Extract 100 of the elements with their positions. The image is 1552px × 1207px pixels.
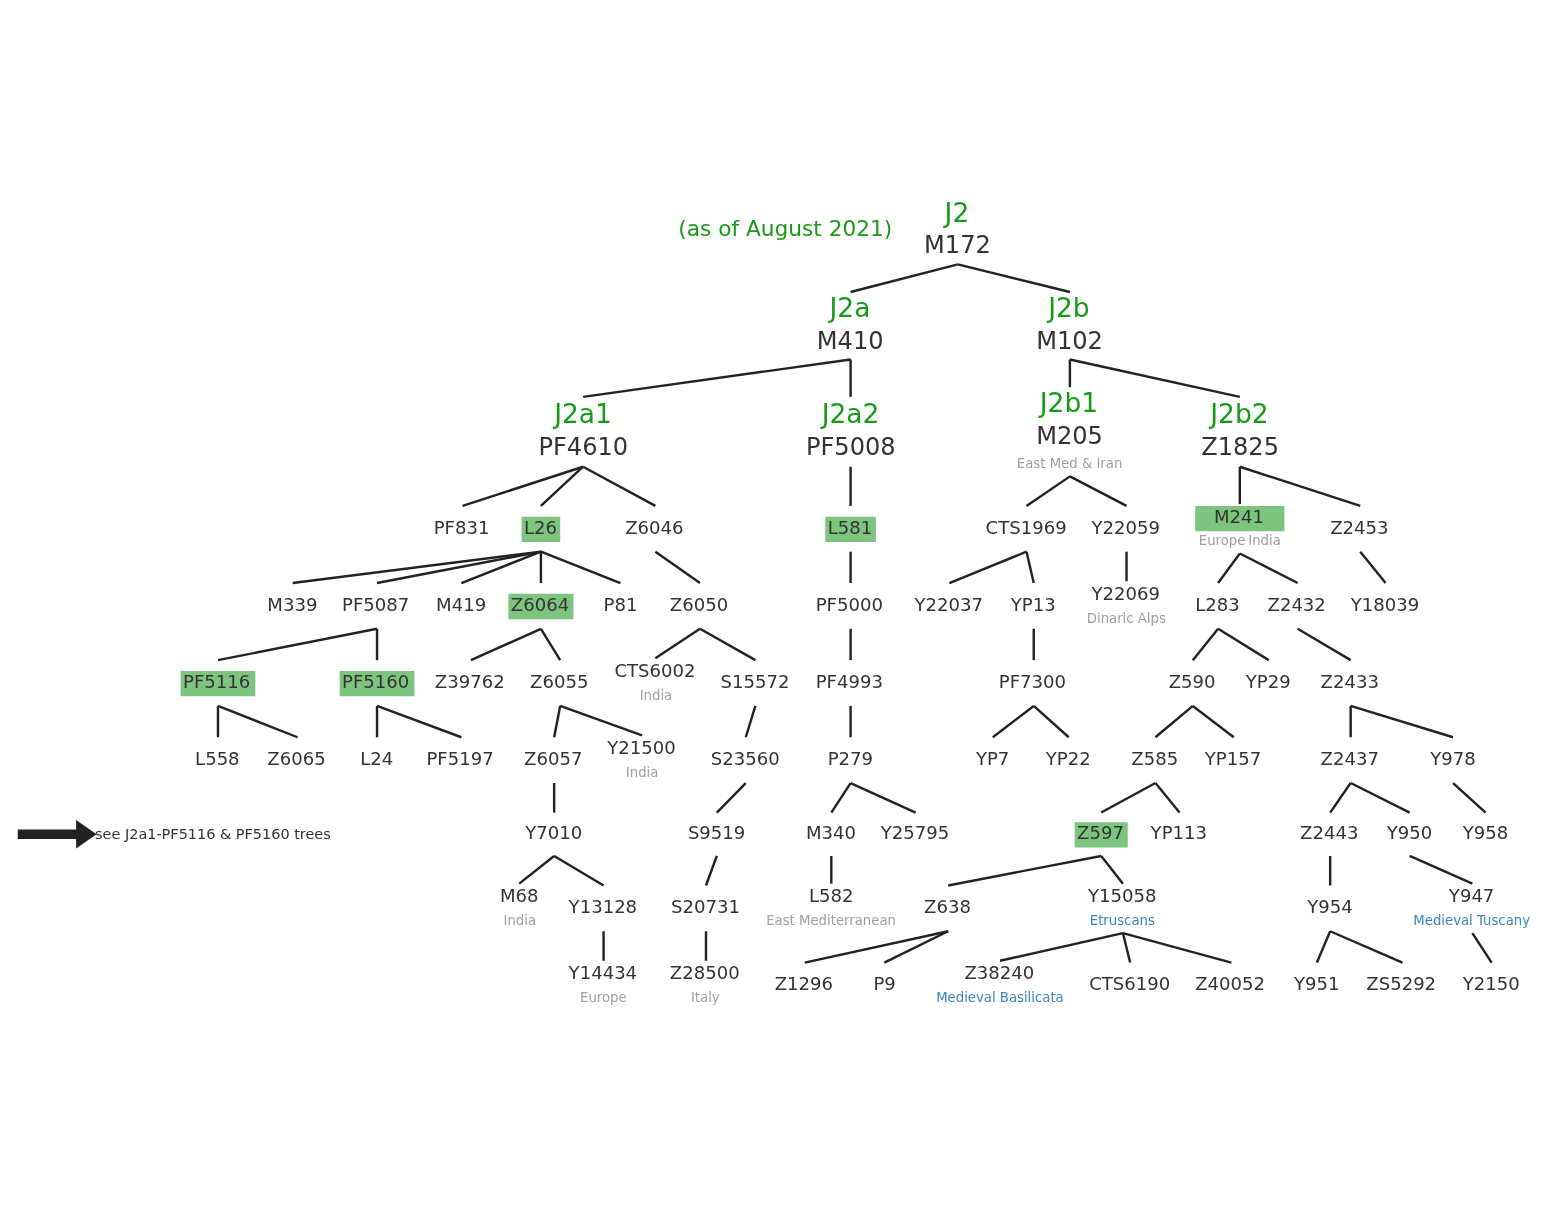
- connector: [957, 263, 1071, 294]
- node-box: L581: [825, 516, 876, 543]
- connector: [654, 627, 701, 660]
- node-text: YP29: [1245, 670, 1291, 692]
- node-text: PF5087: [342, 593, 410, 615]
- node-text: PF5197: [426, 747, 494, 769]
- node-text: Z585: [1131, 747, 1179, 769]
- node-text: S15572: [720, 670, 790, 692]
- node-text: L24: [360, 747, 394, 769]
- connector: [1359, 550, 1387, 584]
- node-text: P81: [603, 593, 638, 615]
- connector: [947, 854, 1102, 887]
- connector: [1239, 465, 1361, 508]
- node-text: J2b M102: [1036, 291, 1103, 355]
- connector: [1025, 475, 1071, 507]
- connector: [1297, 627, 1352, 662]
- connector: [1032, 628, 1035, 661]
- node-text: J2a1 PF4610: [538, 397, 629, 461]
- connector: [704, 931, 708, 961]
- connector: [602, 931, 605, 961]
- node-text: YP113: [1150, 822, 1208, 844]
- connector: [376, 550, 542, 585]
- node-box: Z6064: [508, 593, 574, 620]
- connector: [582, 358, 851, 399]
- connector: [999, 931, 1124, 962]
- connector: [375, 628, 379, 661]
- node-text: Y7010: [525, 822, 583, 844]
- node-text: J2a2 PF5008: [806, 397, 896, 461]
- connector: [1068, 359, 1072, 388]
- node-text: Z6057: [524, 747, 583, 769]
- connector: [1238, 466, 1241, 505]
- node-text: PF831: [433, 516, 490, 538]
- node-text: Z2437: [1320, 747, 1379, 769]
- connector: [849, 551, 852, 583]
- node-box: Z597: [1074, 822, 1128, 848]
- node-text: Z40052: [1195, 973, 1266, 995]
- connector: [1217, 552, 1241, 584]
- connector: [582, 465, 656, 507]
- node-text: P9: [873, 973, 896, 995]
- connector: [1328, 855, 1332, 886]
- connector: [744, 705, 757, 738]
- connector: [1452, 782, 1487, 814]
- node-label: Medieval Tuscany: [1413, 912, 1531, 928]
- connector: [1154, 705, 1194, 739]
- connector: [699, 627, 756, 662]
- node-text: YP22: [1045, 747, 1091, 769]
- node-text: S20731: [671, 896, 740, 918]
- connector: [849, 359, 852, 397]
- node-text: Z28500: [669, 962, 740, 984]
- node-text: PF4993: [815, 670, 883, 692]
- node-text: P279: [827, 747, 874, 769]
- node-text: Y947: [1448, 885, 1495, 907]
- connector: [518, 855, 555, 885]
- connector: [1239, 552, 1299, 585]
- connector: [539, 628, 562, 661]
- connector: [850, 263, 959, 294]
- connector: [849, 466, 852, 506]
- connector: [830, 855, 833, 884]
- node-text: Y2150: [1462, 973, 1520, 995]
- node-text: Z2432: [1267, 593, 1326, 615]
- connector: [804, 930, 949, 964]
- node-text: Z590: [1168, 670, 1216, 692]
- connector: [1329, 930, 1403, 964]
- connector: [849, 628, 852, 661]
- node-text: S9519: [687, 822, 746, 844]
- connector: [1350, 781, 1411, 814]
- connector: [1192, 704, 1235, 739]
- node-text: M340: [806, 822, 857, 844]
- arrow: [17, 819, 97, 849]
- node-label: Italy: [690, 990, 720, 1006]
- node-text: Z6055: [530, 670, 589, 692]
- connector: [217, 627, 378, 662]
- connector: [1471, 932, 1493, 964]
- node-text: Z638: [924, 896, 971, 918]
- connector: [704, 855, 718, 886]
- node-text: Y15058: [1087, 885, 1157, 907]
- node-text: CTS6190: [1089, 973, 1171, 995]
- node-text: Y14434: [568, 962, 638, 984]
- node-text: L582: [809, 885, 854, 907]
- node-text: CTS6002: [614, 660, 696, 681]
- connector: [1409, 854, 1473, 885]
- node-text: Z6050: [669, 593, 729, 615]
- node-text: Z2453: [1330, 516, 1389, 538]
- node-text: Z6065: [267, 747, 326, 769]
- connector: [1329, 782, 1352, 814]
- connector: [540, 465, 584, 507]
- connector: [559, 704, 643, 737]
- node-text: Y18039: [1350, 593, 1420, 615]
- connector: [539, 551, 543, 583]
- connector: [470, 627, 542, 662]
- connector: [1154, 782, 1181, 814]
- node-text: CTS1969: [985, 516, 1067, 538]
- connector: [1122, 931, 1232, 964]
- node-text: Y25795: [880, 822, 950, 844]
- node-label: Europe: [580, 990, 627, 1006]
- connector: [375, 705, 379, 738]
- connector: [1349, 705, 1352, 738]
- node-label: Europe: [1198, 533, 1246, 549]
- connector: [883, 930, 949, 964]
- node-text: Z38240: [964, 962, 1035, 984]
